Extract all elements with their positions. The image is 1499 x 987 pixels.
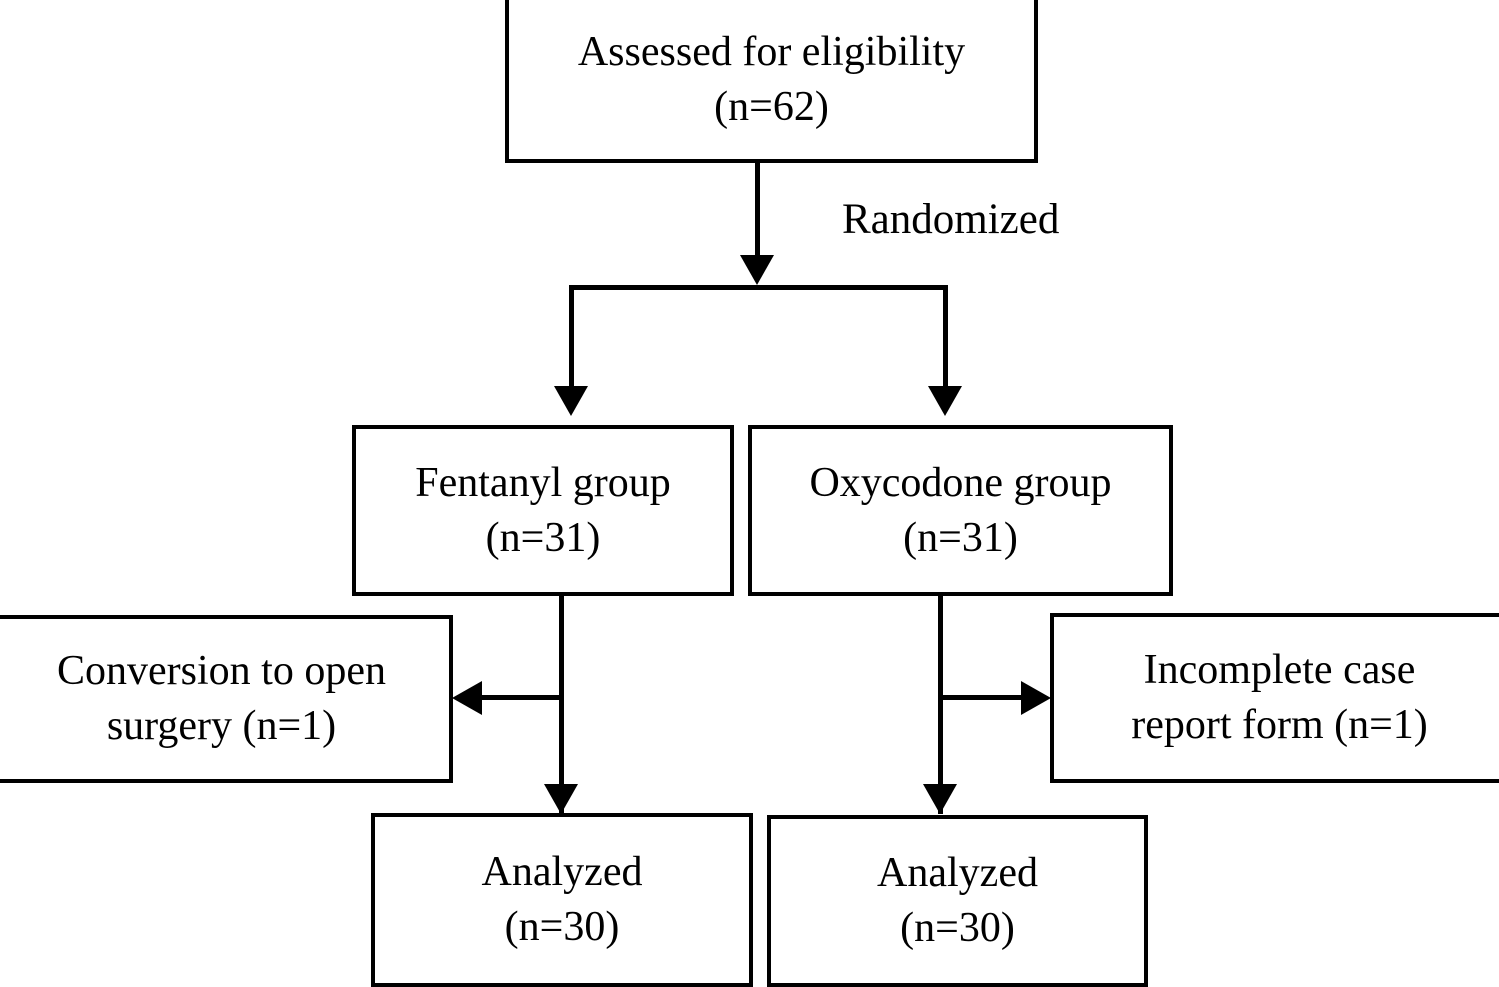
node-line-2: (n=31)	[903, 514, 1018, 561]
node-conversion-to-open-surgery: Conversion to open surgery (n=1)	[0, 615, 453, 783]
node-fentanyl-group: Fentanyl group (n=31)	[352, 425, 734, 596]
connector-split-to-oxycodone	[943, 285, 948, 388]
node-line-1: Incomplete case	[1143, 647, 1416, 694]
node-line-1: Conversion to open	[57, 648, 386, 695]
connector-split-to-fentanyl	[569, 285, 574, 388]
node-assessed-for-eligibility: Assessed for eligibility (n=62)	[505, 0, 1038, 163]
arrowhead-analyzed-oxycodone-down	[923, 784, 957, 814]
connector-eligibility-to-randomization	[755, 163, 760, 259]
arrowhead-analyzed-fentanyl-down	[544, 784, 578, 814]
node-line-2: report form (n=1)	[1131, 702, 1428, 748]
arrowhead-eligibility-down	[740, 255, 774, 285]
node-line-2: surgery (n=1)	[106, 703, 337, 749]
node-analyzed-fentanyl: Analyzed (n=30)	[371, 813, 753, 987]
node-line-2: (n=62)	[714, 83, 829, 130]
node-line-1: Fentanyl group	[415, 459, 671, 506]
arrowhead-incomplete-right	[1021, 681, 1051, 715]
connector-fentanyl-to-conversion	[478, 695, 562, 700]
connector-fentanyl-to-analyzed	[559, 594, 564, 814]
node-analyzed-oxycodone: Analyzed (n=30)	[767, 815, 1148, 987]
connector-oxycodone-to-incomplete	[940, 695, 1024, 700]
node-line-1: Analyzed	[481, 849, 643, 896]
arrowhead-fentanyl-down	[554, 386, 588, 416]
node-oxycodone-group: Oxycodone group (n=31)	[748, 425, 1173, 596]
node-line-2: (n=31)	[485, 514, 601, 561]
node-line-2: (n=30)	[900, 905, 1015, 951]
arrowhead-oxycodone-down	[928, 386, 962, 416]
node-line-1: Oxycodone group	[809, 459, 1112, 506]
node-incomplete-case-report-form: Incomplete case report form (n=1)	[1050, 613, 1499, 783]
node-line-2: (n=30)	[504, 904, 620, 950]
edge-label-randomized: Randomized	[842, 196, 1060, 243]
node-line-1: Analyzed	[877, 850, 1038, 897]
connector-oxycodone-to-analyzed	[938, 594, 943, 814]
randomization-split-bar	[569, 285, 948, 290]
node-line-1: Assessed for eligibility	[577, 28, 966, 75]
arrowhead-conversion-left	[452, 681, 482, 715]
